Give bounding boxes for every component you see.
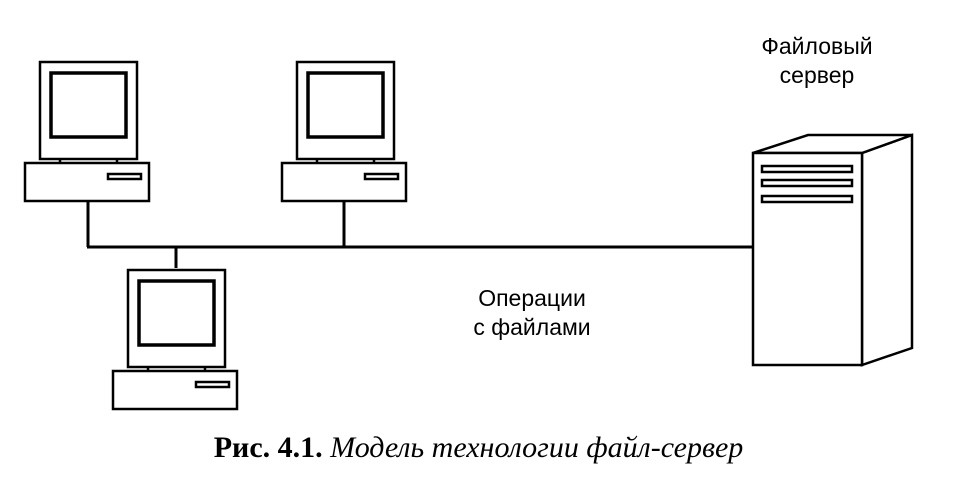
- network-label: Операции с файлами: [452, 284, 612, 342]
- server-label-line2: сервер: [779, 62, 855, 88]
- figure-number: Рис. 4.1.: [213, 431, 323, 464]
- figure-caption: Рис. 4.1. Модель технологии файл-сервер: [0, 430, 957, 466]
- figure-title: Модель технологии файл-сервер: [330, 431, 744, 464]
- workstation-left: [23, 60, 151, 203]
- network-label-line2: с файлами: [473, 314, 591, 340]
- workstation-bottom: [111, 268, 239, 411]
- server-label-line1: Файловый: [761, 33, 873, 59]
- server-label: Файловый сервер: [742, 32, 892, 90]
- network-bus: [86, 199, 753, 268]
- workstation-middle: [280, 60, 408, 203]
- network-label-line1: Операции: [478, 285, 586, 311]
- tower-server-icon: [751, 133, 914, 367]
